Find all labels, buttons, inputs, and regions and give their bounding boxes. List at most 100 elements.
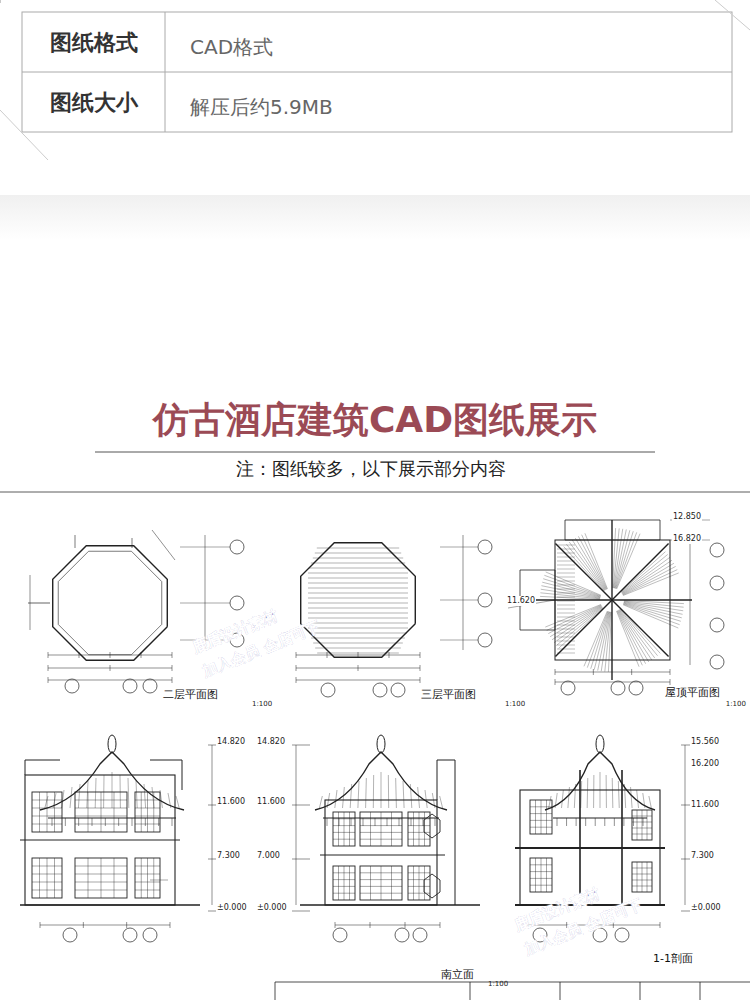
elevation-mark: ±0.000 (690, 903, 722, 913)
cad-line (308, 598, 408, 599)
page-title: 仿古酒店建筑CAD图纸展示 (0, 398, 750, 441)
cad-line (557, 589, 575, 590)
cad-line (557, 557, 575, 558)
cad-line (432, 793, 435, 808)
cad-line (48, 677, 49, 683)
axis-circle (413, 928, 427, 942)
drawing-name: 三层平面图 (420, 688, 477, 701)
plan-outline (301, 543, 416, 658)
cad-line (623, 573, 679, 596)
frame-rule (0, 492, 750, 493)
scale-text: 1:100 (726, 700, 746, 708)
note-text: 注：图纸较多，以下展示部分内容 (0, 458, 746, 480)
cad-line (575, 538, 606, 590)
axis-circle (65, 679, 79, 693)
cad-line (557, 605, 575, 606)
cad-line (623, 570, 677, 595)
cad-line (28, 603, 50, 604)
cad-line (70, 787, 72, 808)
cad-line (405, 922, 406, 928)
cad-line (54, 792, 55, 832)
cad-line (391, 812, 392, 846)
elevation-mark: 16.820 (672, 534, 702, 544)
cad-line (158, 818, 159, 826)
cad-line (333, 825, 355, 826)
cad-line (114, 792, 115, 832)
cad-line (32, 890, 62, 891)
cad-line (568, 787, 570, 808)
table-rule (22, 72, 732, 73)
window (75, 792, 127, 832)
plan-outline (53, 546, 168, 661)
cad-line (619, 610, 652, 660)
cad-line (593, 669, 594, 675)
cad-line (296, 665, 297, 671)
cad-line (624, 784, 625, 808)
cad-line (360, 886, 402, 887)
cad-line (557, 617, 575, 618)
cad-line (333, 893, 355, 894)
cad-line (576, 818, 577, 826)
cad-line (399, 818, 400, 826)
cad-line (555, 600, 612, 657)
cad-line (535, 858, 536, 892)
cad-line (75, 808, 127, 809)
axis-circle (611, 681, 625, 695)
cad-line (75, 866, 127, 867)
cad-line (103, 775, 104, 808)
cad-line (410, 784, 411, 808)
cad-line (632, 834, 652, 835)
cad-line (530, 820, 552, 821)
cad-line (598, 612, 610, 671)
cad-line (463, 535, 464, 650)
window (333, 866, 355, 900)
cad-line (344, 866, 345, 900)
cad-line (557, 577, 575, 578)
cad-line (105, 818, 106, 826)
cad-line (624, 602, 683, 614)
cad-line (632, 816, 652, 817)
cad-line (370, 866, 371, 900)
cad-line (637, 790, 639, 808)
cad-line (128, 778, 130, 808)
cad-line (135, 816, 160, 817)
cad-line (344, 812, 345, 846)
cad-line (333, 832, 355, 833)
cad-line (47, 858, 48, 898)
cad-line (65, 818, 66, 826)
cad-line (690, 540, 691, 665)
elevation-mark: 11.600 (216, 797, 246, 807)
cad-line (557, 561, 575, 562)
window (333, 812, 355, 846)
cad-line (530, 878, 552, 879)
deco-line (715, 0, 750, 30)
cad-line (632, 874, 652, 875)
cad-line (172, 665, 173, 671)
cad-line (20, 904, 200, 905)
eave-line (48, 818, 176, 819)
roof-finial (377, 735, 385, 753)
cad-line (381, 772, 382, 808)
cad-line (615, 530, 630, 588)
table-rule (165, 12, 166, 132)
cad-line (413, 812, 414, 846)
elevation-mark: ±0.000 (256, 903, 288, 913)
cad-line (135, 874, 160, 875)
cad-line (317, 548, 399, 549)
cad-line (296, 652, 297, 658)
cad-line (333, 879, 355, 880)
cad-line (623, 604, 680, 622)
axis-circle (63, 928, 77, 942)
cad-line (557, 613, 575, 614)
cad-line (170, 922, 171, 928)
cad-line (308, 623, 408, 624)
axis-circle (230, 596, 244, 610)
cad-line (559, 608, 603, 648)
cad-line (557, 641, 575, 642)
cad-line (435, 818, 436, 826)
elevation-mark: 14.820 (256, 737, 286, 747)
axis-circle (478, 633, 492, 647)
cad-line (370, 812, 371, 846)
cad-line (88, 792, 89, 832)
